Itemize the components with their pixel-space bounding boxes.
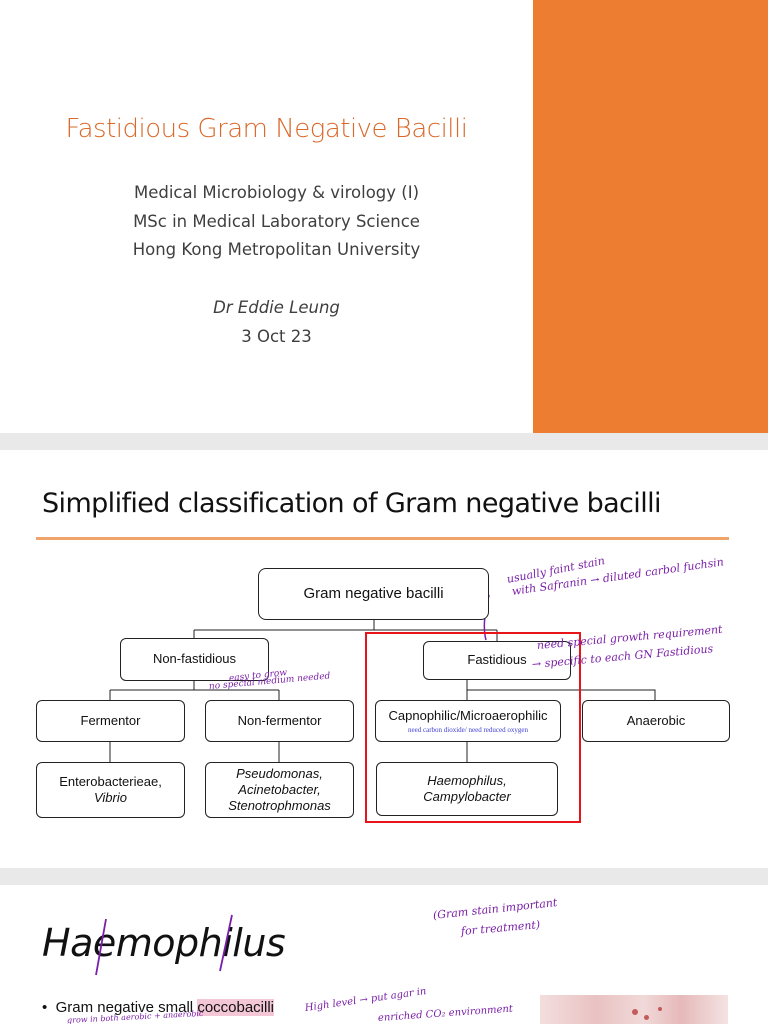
node-fermentor: Fermentor [36, 700, 185, 742]
bullet-dot: • [42, 999, 56, 1016]
title-slide: Fastidious Gram Negative Bacilli Medical… [0, 0, 768, 433]
node-fastidious: Fastidious [423, 641, 571, 680]
root-node-gram-negative-bacilli: Gram negative bacilli [258, 568, 489, 620]
node-non-fastidious: Non-fastidious [120, 638, 269, 681]
author-name: Dr Eddie Leung [213, 298, 340, 317]
fastidious-highlight-box [365, 632, 581, 823]
node-haemophilus-campylobacter: Haemophilus, Campylobacter [376, 762, 558, 816]
capnophilic-annotation: need carbon dioxide/ need reduced oxygen [408, 725, 528, 734]
title-underline [36, 537, 729, 540]
slide-title: Haemophilus [42, 921, 286, 965]
classification-slide: Simplified classification of Gram negati… [0, 450, 768, 868]
slide-title: Simplified classification of Gram negati… [42, 488, 662, 519]
orange-accent-panel [533, 0, 768, 433]
node-non-fermentor: Non-fermentor [205, 700, 354, 742]
stain-dot [644, 1015, 649, 1020]
stain-dot [658, 1007, 662, 1011]
subtitle-line: MSc in Medical Laboratory Science [133, 212, 420, 231]
highlighted-term: coccobacilli [197, 999, 275, 1016]
haemophilus-slide: Haemophilus (Gram stain important for tr… [0, 885, 768, 1024]
stain-dot [632, 1009, 638, 1015]
microscopy-image [540, 995, 728, 1024]
presentation-date: 3 Oct 23 [241, 327, 312, 346]
title-slash-marks [95, 914, 233, 976]
node-anaerobic: Anaerobic [582, 700, 730, 742]
node-capnophilic-microaerophilic: Capnophilic/Microaerophilic need carbon … [375, 700, 561, 742]
subtitle-line: Medical Microbiology & virology (I) [133, 183, 420, 202]
bullet-point: • Gram negative small coccobacilli [42, 999, 275, 1016]
slide-title: Fastidious Gram Negative Bacilli [65, 114, 468, 144]
subtitle-line: Hong Kong Metropolitan University [132, 240, 421, 259]
node-enterobacteriaceae: Enterobacterieae, Vibrio [36, 762, 185, 818]
node-pseudomonas-group: Pseudomonas, Acinetobacter, Stenotrophmo… [205, 762, 354, 818]
